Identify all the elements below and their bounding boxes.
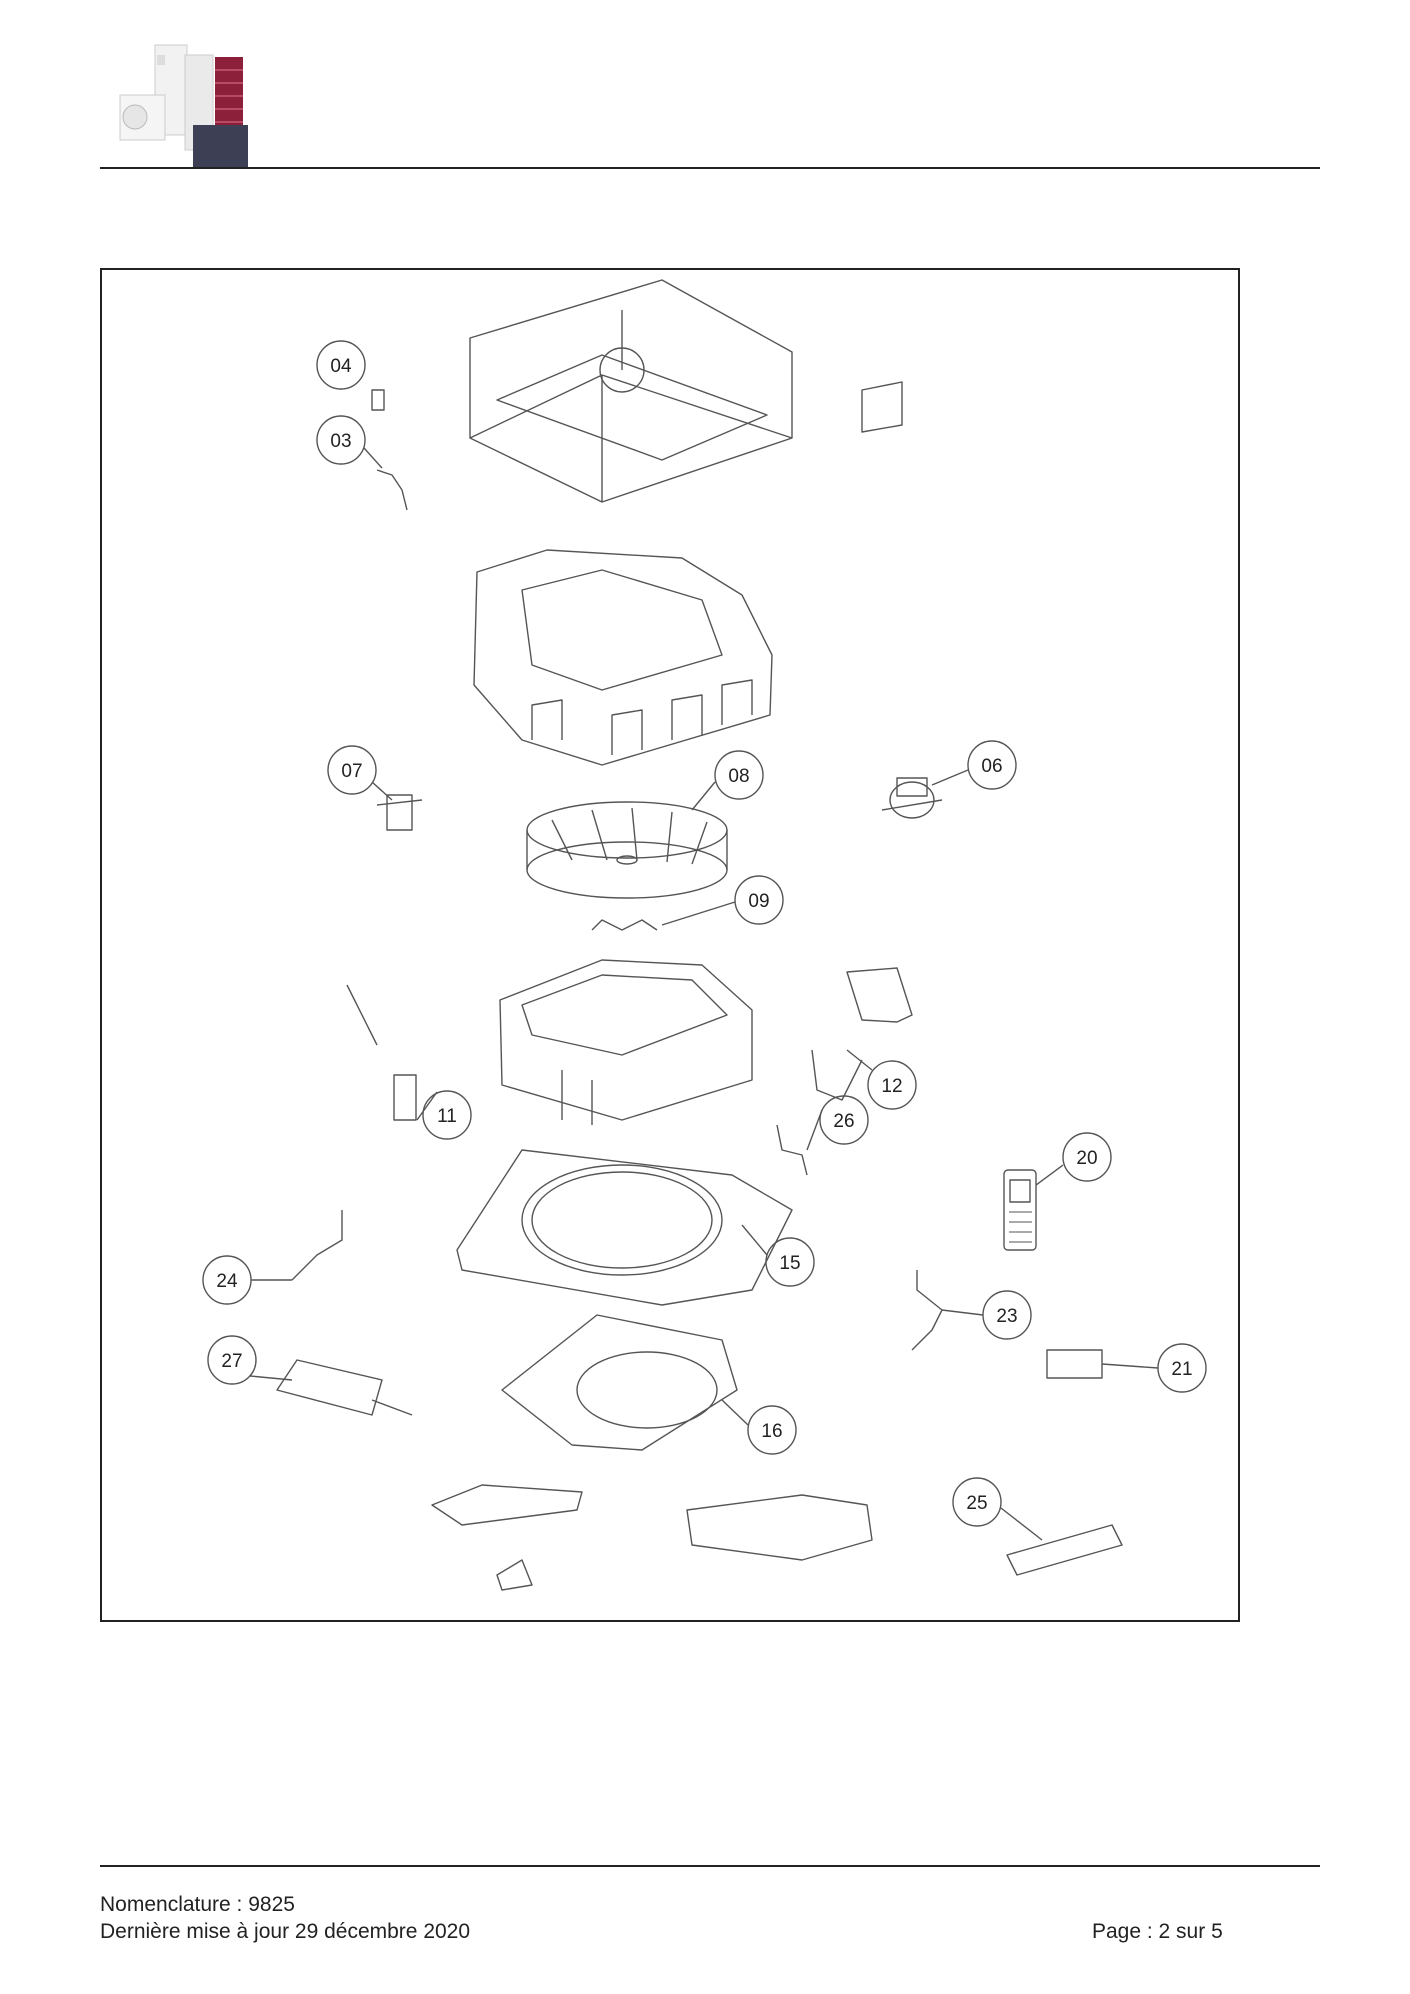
- svg-text:25: 25: [966, 1493, 987, 1514]
- callout-21: 21: [1101, 1343, 1207, 1393]
- control-board: [686, 1494, 873, 1561]
- callout-24: 24: [202, 1255, 292, 1305]
- svg-text:23: 23: [996, 1306, 1017, 1327]
- terminal-block: [1046, 1349, 1103, 1379]
- svg-text:27: 27: [221, 1351, 242, 1372]
- mounting-rail: [346, 984, 378, 1046]
- svg-text:09: 09: [748, 891, 769, 912]
- svg-text:07: 07: [341, 761, 362, 782]
- header-rule: [100, 167, 1320, 169]
- cover-plate: [431, 1484, 583, 1526]
- last-updated-text: Dernière mise à jour 29 décembre 2020: [100, 1920, 471, 1943]
- temperature-sensor: [811, 1049, 863, 1101]
- front-grille: [501, 1314, 738, 1451]
- callout-20: 20: [1035, 1132, 1112, 1186]
- heat-exchanger: [499, 959, 753, 1125]
- display-board: [1006, 1524, 1123, 1576]
- remote-control: [1003, 1169, 1037, 1251]
- callout-08: 08: [691, 750, 764, 811]
- connection-cable: [911, 1270, 943, 1351]
- svg-text:20: 20: [1076, 1148, 1097, 1169]
- fan-support: [591, 919, 658, 931]
- svg-text:12: 12: [881, 1076, 902, 1097]
- callout-23: 23: [941, 1290, 1032, 1340]
- expansion-valve: [393, 1074, 417, 1121]
- brand-logo-image: [119, 44, 248, 167]
- insulation-frame: [473, 549, 773, 766]
- svg-text:26: 26: [833, 1111, 854, 1132]
- callout-03: 03: [316, 415, 383, 469]
- callout-11: 11: [416, 1090, 472, 1140]
- callout-15: 15: [741, 1224, 815, 1287]
- callout-09: 09: [661, 875, 784, 926]
- svg-text:04: 04: [330, 356, 352, 377]
- callout-04: 04: [316, 340, 366, 390]
- callout-06: 06: [931, 740, 1017, 790]
- exploded-view-frame: 04 03 07 08 06 09 12 11: [100, 268, 1240, 1622]
- valve-assembly: [376, 794, 423, 831]
- svg-text:08: 08: [728, 766, 749, 787]
- callout-16: 16: [721, 1399, 797, 1455]
- drain-pipe: [276, 1359, 413, 1416]
- callout-12: 12: [846, 1049, 917, 1110]
- svg-text:24: 24: [216, 1271, 238, 1292]
- fan-motor: [881, 777, 943, 819]
- svg-text:03: 03: [330, 431, 351, 452]
- nomenclature-text: Nomenclature : 9825: [100, 1893, 295, 1916]
- callout-26: 26: [806, 1095, 869, 1151]
- svg-text:21: 21: [1171, 1359, 1192, 1380]
- callout-07: 07: [327, 745, 393, 801]
- sensor-wire: [776, 1124, 808, 1176]
- small-bracket: [371, 389, 385, 411]
- callout-27: 27: [207, 1335, 293, 1385]
- electrical-bracket: [846, 967, 913, 1023]
- top-casing: [469, 279, 903, 503]
- svg-text:06: 06: [981, 756, 1002, 777]
- corner-cap: [496, 1559, 533, 1591]
- sensor-probe: [376, 469, 408, 511]
- blower-wheel: [526, 801, 728, 899]
- chassis-frame: [456, 1149, 793, 1306]
- svg-text:11: 11: [437, 1106, 457, 1127]
- callout-25: 25: [952, 1477, 1043, 1541]
- svg-text:15: 15: [779, 1253, 800, 1274]
- wire-harness: [291, 1210, 343, 1281]
- page-number: Page : 2 sur 5: [1092, 1920, 1223, 1943]
- svg-text:16: 16: [761, 1421, 782, 1442]
- footer-rule: [100, 1865, 1320, 1867]
- exploded-view-diagram: 04 03 07 08 06 09 12 11: [202, 279, 1207, 1591]
